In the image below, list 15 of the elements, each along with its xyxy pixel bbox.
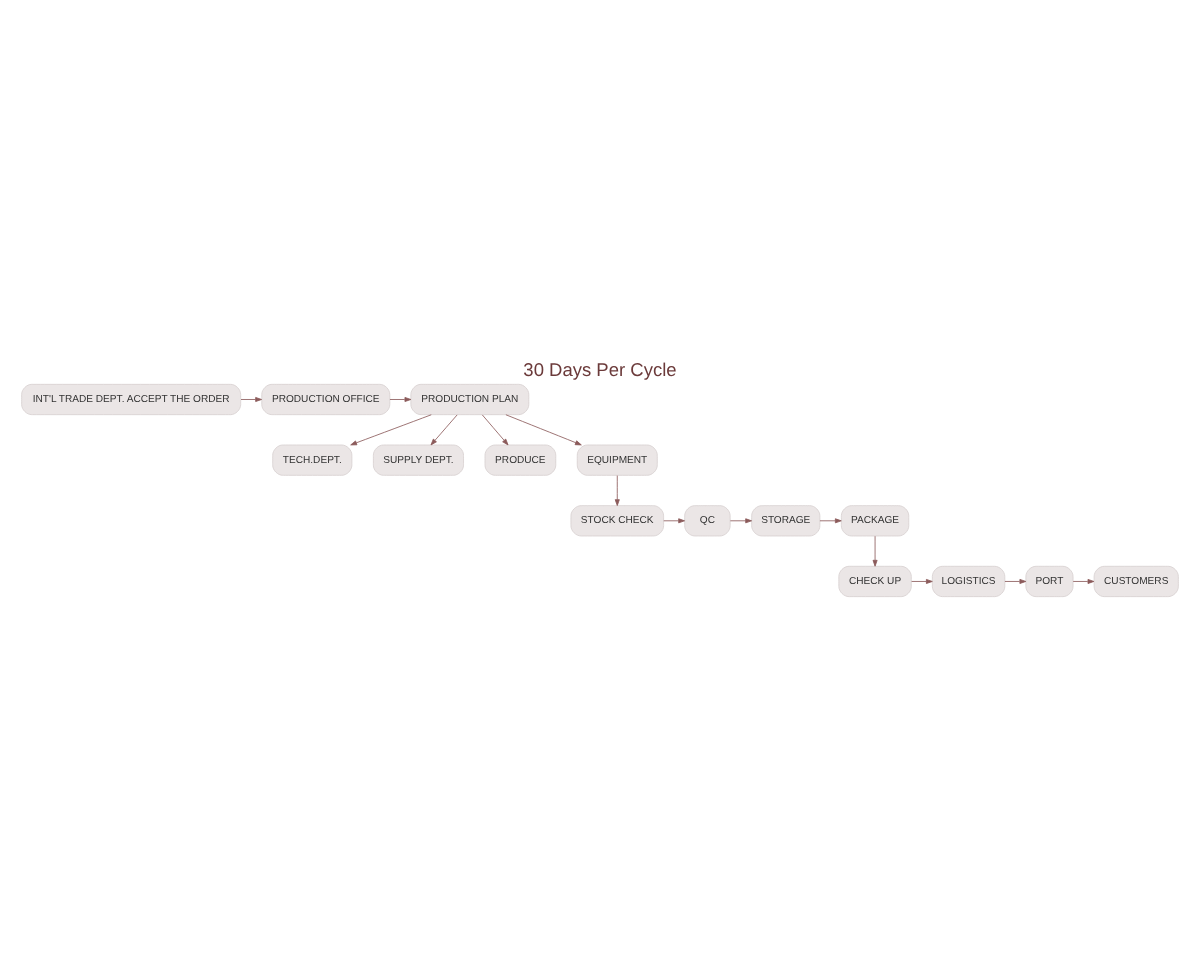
arrow [1004,579,1027,584]
arrow [240,397,262,402]
arrow [614,475,620,506]
arrow [505,414,582,446]
arrow [481,414,509,446]
arrow [911,579,933,584]
arrow [350,414,432,446]
arrow [872,535,878,567]
arrow [663,518,685,524]
arrow [389,397,412,402]
diagram-title: 30 Days Per Cycle [523,359,677,380]
arrow [819,518,842,524]
arrow [1072,579,1095,584]
arrow [430,414,458,446]
arrow [729,518,752,524]
